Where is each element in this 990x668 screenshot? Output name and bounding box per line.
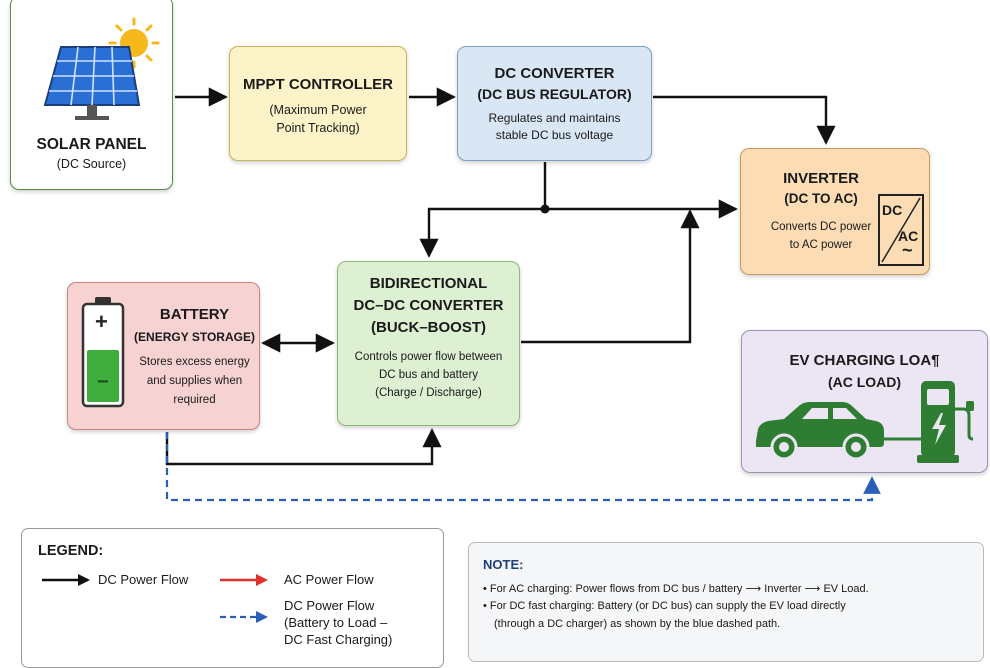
arrow-battery-to-bidir-bottom [165,428,442,466]
ev-title: EV CHARGING LOA¶ [789,352,940,369]
ev-subtitle: (AC LOAD) [827,374,902,390]
bidir-desc-line1: Controls power flow between [354,351,503,363]
note-line1: • For AC charging: Power flows from DC b… [483,583,869,595]
charging-cable [884,437,922,441]
bidir-title-line3: (BUCK–BOOST) [371,319,486,336]
legend-dc-flow: DC Power Flow [98,572,189,587]
note-title: NOTE: [483,557,524,572]
battery-subtitle: (ENERGY STORAGE) [134,330,255,344]
dc-converter-block: DC CONVERTER (DC BUS REGULATOR) Regulate… [457,46,652,161]
note-box: NOTE: • For AC charging: Power flows fro… [468,542,984,662]
solar-subtitle: (DC Source) [56,157,127,171]
legend-ac-arrow [220,574,268,586]
dc-ac-symbol-dc: DC [882,202,903,218]
mppt-controller-block: MPPT CONTROLLER (Maximum Power Point Tra… [229,46,407,161]
legend-dc-fast-line3: DC Fast Charging) [284,632,393,647]
bidir-desc-line3: (Charge / Discharge) [375,387,482,399]
inverter-desc-line1: Converts DC power [770,221,872,233]
dcconv-title: DC CONVERTER [494,65,615,82]
inverter-block: INVERTER (DC TO AC) Converts DC power to… [740,148,930,275]
dc-ac-symbol-icon: DC AC ~ [878,194,924,266]
legend-ac-flow: AC Power Flow [284,572,374,587]
arrow-bus-to-bidir [419,207,545,258]
mppt-desc-line1: (Maximum Power [269,103,367,117]
battery-block: + − BATTERY (ENERGY STORAGE) Stores exce… [67,282,260,430]
note-line3: (through a DC charger) as shown by the b… [494,618,781,630]
note-line2: • For DC fast charging: Battery (or DC b… [483,600,846,612]
dcconv-desc-line1: Regulates and maintains [488,111,621,125]
mppt-desc-line2: Point Tracking) [276,121,360,135]
battery-desc-line1: Stores excess energy [139,356,250,368]
bidir-title-line2: DC–DC CONVERTER [353,297,504,314]
inverter-subtitle: (DC TO AC) [784,191,858,206]
dc-ac-symbol-ac: AC [898,228,919,244]
solar-panel-icon [43,17,160,120]
legend-dc-fast-line1: DC Power Flow [284,598,375,613]
battery-desc-line3: required [173,394,216,406]
arrow-bidir-to-bus [521,209,700,344]
bidir-title-line1: BIDIRECTIONAL [369,275,488,292]
dcconv-desc-line2: stable DC bus voltage [495,128,614,142]
legend-dc-arrow [42,574,90,586]
solar-title: SOLAR PANEL [36,136,147,153]
arrow-dcconv-to-bus [543,162,738,219]
inverter-desc-line2: to AC power [789,239,853,251]
legend-dc-fast-arrow [220,611,268,623]
charging-station-icon [917,381,974,463]
inverter-title: INVERTER [783,170,859,187]
car-icon [756,402,884,461]
legend-title: LEGEND: [38,543,104,559]
flow-connectors [165,87,881,502]
mppt-title: MPPT CONTROLLER [243,76,393,93]
legend-dc-fast-line2: (Battery to Load – [284,615,388,630]
legend-box: LEGEND: DC Power Flow AC Power Flow DC P… [21,528,444,668]
battery-title: BATTERY [159,306,230,323]
bidirectional-converter-block: BIDIRECTIONAL DC–DC CONVERTER (BUCK–BOOS… [337,261,520,426]
bidir-desc-line2: DC bus and battery [378,369,479,381]
arrow-dcconv-to-inverter [653,95,836,145]
dc-ac-symbol-wave: ~ [902,240,913,260]
dashed-dc-fast-path [165,432,881,502]
battery-desc-line2: and supplies when [146,375,243,387]
ev-charging-load-block: EV CHARGING LOA¶ (AC LOAD) [741,330,988,473]
battery-minus: − [97,371,109,393]
battery-plus: + [95,309,108,334]
solar-panel-block: SOLAR PANEL (DC Source) [10,0,173,190]
dc-bus-junction [540,204,550,214]
battery-icon [81,297,125,408]
dcconv-subtitle: (DC BUS REGULATOR) [477,86,632,102]
